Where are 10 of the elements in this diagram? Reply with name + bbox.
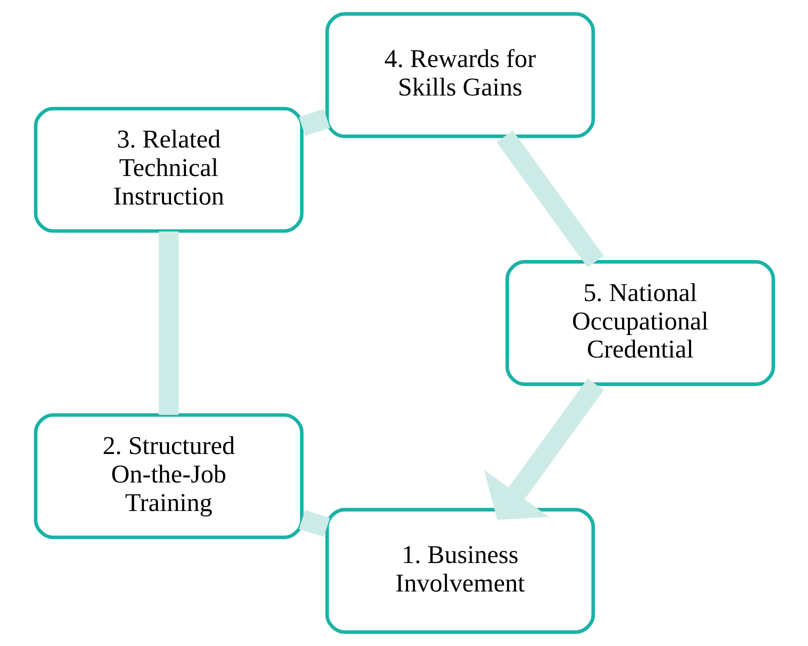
connector (496, 130, 604, 268)
arrow (483, 378, 604, 520)
node-box: 4. Rewards for Skills Gains (324, 12, 594, 138)
connector (158, 231, 178, 415)
node-box: 5. National Occupational Credential (504, 260, 775, 386)
connector (298, 510, 330, 538)
node-box: 3. Related Technical Instruction (33, 106, 304, 233)
node-box: 2. Structured On-the-Job Training (33, 413, 304, 540)
connector (298, 108, 330, 136)
node-box: 1. Business Involvement (324, 508, 594, 634)
